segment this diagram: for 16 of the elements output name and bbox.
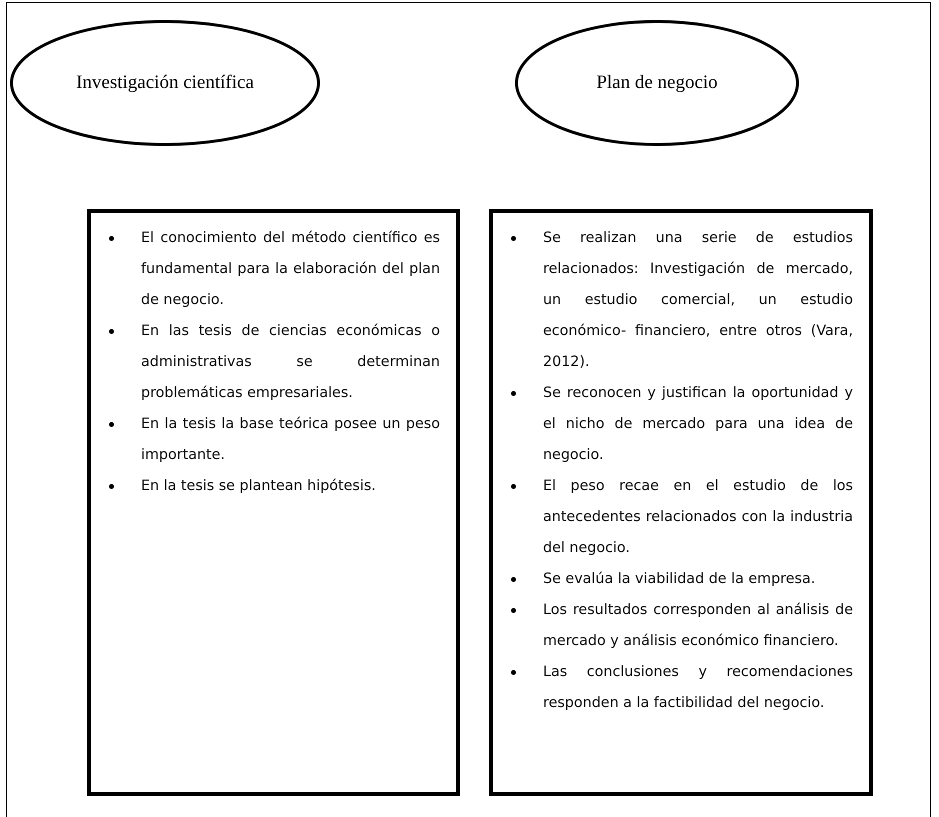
bullet-item: En las tesis de ciencias económicas o administrativas se determinan problemáticas empresariales. [101, 316, 440, 409]
bullet-item: En la tesis la base teórica posee un peso importante. [101, 409, 440, 471]
bullet-item: Los resultados corresponden al análisis de mercado y análisis económico financiero. [503, 595, 853, 657]
bullet-list-box [489, 209, 873, 796]
bullet-item: Se evalúa la viabilidad de la empresa. [503, 564, 853, 595]
bullet-item: El conocimiento del método científico es fundamental para la elaboración del plan de negocio. [101, 223, 440, 316]
title-ellipse [515, 20, 799, 146]
bullet-item: Las conclusiones y recomendaciones responden a la factibilidad del negocio. [503, 657, 853, 719]
bullet-item: Se realizan una serie de estudios relacionados: Investigación de mercado, un estudio comercial, un estudio económico- financiero, entre otros (Vara, 2012). [503, 223, 853, 378]
bullet-item: El peso recae en el estudio de los antecedentes relacionados con la industria del negocio. [503, 471, 853, 564]
bullet-item: Se reconocen y justifican la oportunidad y el nicho de mercado para una idea de negocio. [503, 378, 853, 471]
title-ellipse [10, 20, 320, 146]
ellipse-title: Investigación científica [75, 71, 255, 96]
bullet-item: En la tesis se plantean hipótesis. [101, 471, 440, 502]
ellipse-title: Plan de negocio [595, 71, 719, 96]
bullet-list-box [87, 209, 460, 796]
